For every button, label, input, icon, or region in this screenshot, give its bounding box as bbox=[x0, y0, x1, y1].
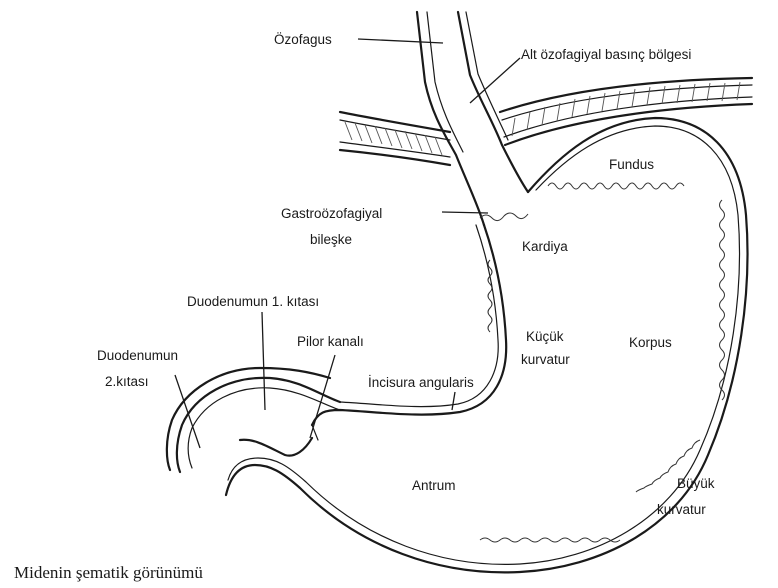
label-buyuk-line2: kurvatur bbox=[657, 502, 706, 517]
leader-incisura bbox=[452, 392, 455, 410]
label-incisura: İncisura angularis bbox=[368, 375, 474, 390]
leader-alt-ozofagiyal bbox=[470, 58, 520, 103]
label-duodenum2-line1: Duodenumun bbox=[97, 348, 178, 363]
label-duodenum1: Duodenumun 1. kıtası bbox=[187, 294, 319, 309]
label-ozofagus: Özofagus bbox=[274, 32, 332, 47]
label-kardiya: Kardiya bbox=[522, 239, 568, 254]
label-antrum: Antrum bbox=[412, 478, 456, 493]
label-kucuk-line1: Küçük bbox=[526, 329, 564, 344]
leader-pilor bbox=[310, 355, 335, 438]
diaphragm-right bbox=[500, 78, 752, 145]
label-kucuk-line2: kurvatur bbox=[521, 352, 570, 367]
label-gastro-line1: Gastroözofagiyal bbox=[281, 206, 382, 221]
label-buyuk-line1: Büyük bbox=[677, 476, 715, 491]
caption: Midenin şematik görünümü bbox=[14, 563, 203, 582]
label-fundus: Fundus bbox=[609, 157, 654, 172]
leader-gastro bbox=[442, 212, 488, 213]
label-duodenum2-line2: 2.kıtası bbox=[105, 374, 149, 389]
label-pilor: Pilor kanalı bbox=[297, 334, 364, 349]
label-korpus: Korpus bbox=[629, 335, 672, 350]
diaphragm-left bbox=[340, 112, 450, 165]
label-gastro-line2: bileşke bbox=[310, 232, 352, 247]
leader-duodenum1 bbox=[262, 312, 265, 410]
junction-marker bbox=[480, 213, 528, 221]
esophagus bbox=[417, 12, 528, 225]
label-alt-ozofagiyal: Alt özofagiyal basınç bölgesi bbox=[521, 47, 691, 62]
lesser-curvature bbox=[312, 225, 506, 425]
